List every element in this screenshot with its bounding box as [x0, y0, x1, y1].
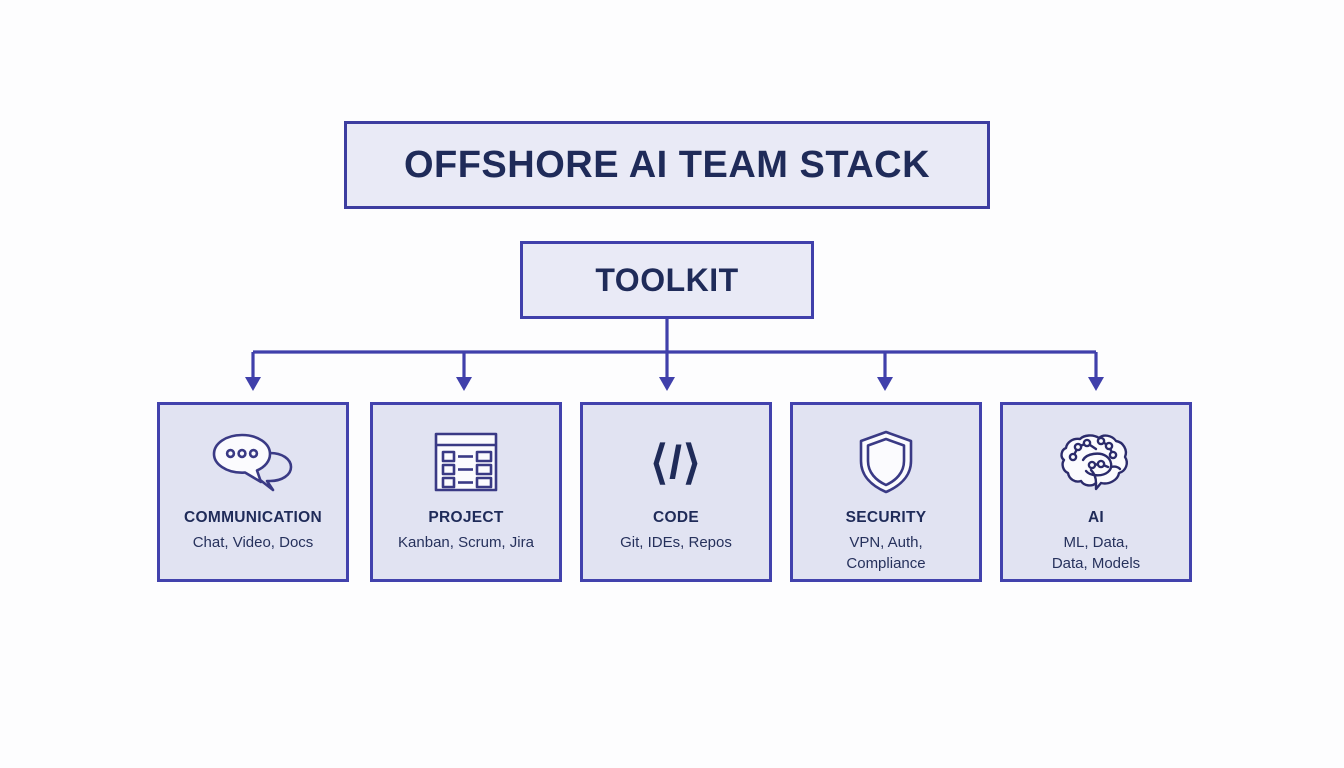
brain-network-icon [1056, 427, 1136, 497]
card-subtitle: Git, IDEs, Repos [620, 534, 732, 552]
page-title: OFFSHORE AI TEAM STACK [403, 143, 931, 186]
toolkit-node-label: TOOLKIT [595, 261, 739, 298]
card-title: SECURITY [845, 509, 927, 526]
code-glyph: ⟨/⟩ [650, 436, 702, 488]
card-code[interactable]: ⟨/⟩ CODE Git, IDEs, Repos [580, 402, 772, 582]
arrowhead-2 [456, 377, 472, 391]
card-subtitle-line2: Data, Models [1051, 555, 1141, 573]
card-subtitle-line1: ML, Data, [1063, 534, 1129, 552]
toolkit-node-box: TOOLKIT [520, 241, 814, 319]
code-brackets-icon: ⟨/⟩ [650, 427, 702, 497]
card-ai[interactable]: AI ML, Data, Data, Models [1000, 402, 1192, 582]
arrowhead-3 [659, 377, 675, 391]
connector-arrowheads [245, 377, 1104, 391]
kanban-board-icon [433, 427, 499, 497]
card-title: COMMUNICATION [184, 509, 322, 526]
card-communication[interactable]: COMMUNICATION Chat, Video, Docs [157, 402, 349, 582]
speech-bubbles-icon [212, 427, 294, 497]
card-title: CODE [653, 509, 699, 526]
card-subtitle-line2: Compliance [846, 555, 926, 573]
card-security[interactable]: SECURITY VPN, Auth, Compliance [790, 402, 982, 582]
arrowhead-1 [245, 377, 261, 391]
card-subtitle-line1: VPN, Auth, [849, 534, 923, 552]
card-title: PROJECT [428, 509, 504, 526]
card-subtitle: ML, Data, Data, Models [1046, 532, 1146, 575]
card-project[interactable]: PROJECT Kanban, Scrum, Jira [370, 402, 562, 582]
card-subtitle: VPN, Auth, Compliance [840, 532, 931, 575]
arrowhead-5 [1088, 377, 1104, 391]
diagram-title-box: OFFSHORE AI TEAM STACK [344, 121, 990, 209]
shield-icon [857, 427, 915, 497]
card-subtitle: Chat, Video, Docs [192, 534, 314, 552]
card-title: AI [1087, 509, 1105, 526]
card-subtitle: Kanban, Scrum, Jira [398, 534, 534, 552]
arrowhead-4 [877, 377, 893, 391]
